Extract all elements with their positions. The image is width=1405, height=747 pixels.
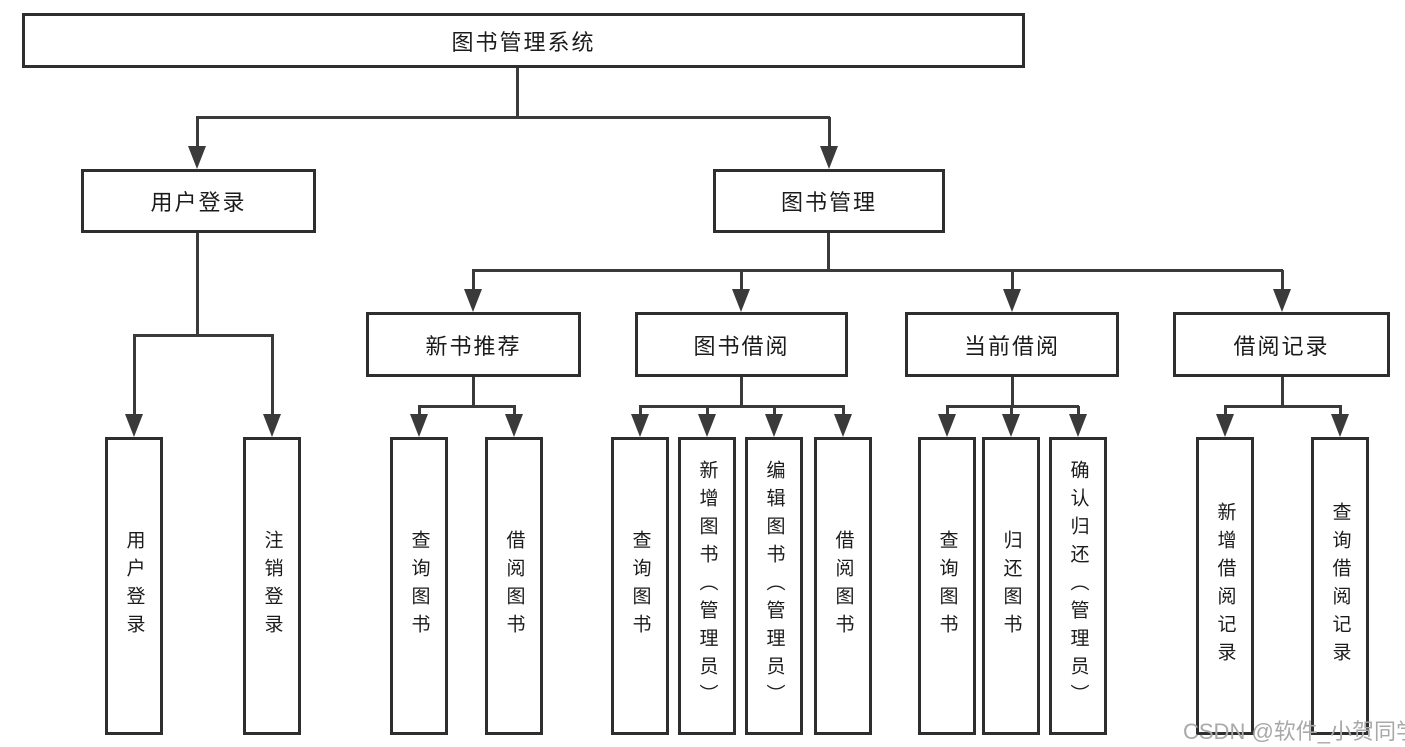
edge-user-login-split [133,334,274,337]
edge-drop-query-books-borrowing [639,406,642,415]
node-label: 当前借阅 [963,333,1060,359]
arrowhead-current-borrowing [1003,289,1021,312]
node-label: 编辑图书（管理员） [763,460,785,712]
arrowhead-borrow-records [1273,289,1291,312]
leaf-confirm-return-admin: 确认归还（管理员） [1049,437,1107,735]
edge-book-management-stem [827,233,830,271]
node-book-borrowing: 图书借阅 [635,312,848,377]
edge-drop-book-borrowing [740,270,743,290]
node-label: 图书管理系统 [451,29,596,55]
arrowhead-confirm-return-admin [1069,414,1087,437]
node-label: 查询图书 [408,530,430,642]
leaf-user-login: 用户登录 [105,437,163,735]
arrowhead-edit-books-admin [765,414,783,437]
edge-drop-add-borrow-record [1224,406,1227,415]
edge-borrow-records-stem [1281,375,1284,407]
leaf-edit-books-admin: 编辑图书（管理员） [745,437,803,735]
edge-drop-user-login [196,117,199,147]
node-label: 确认归还（管理员） [1067,460,1089,712]
leaf-logout: 注销登录 [243,437,301,735]
node-new-book-recommend: 新书推荐 [366,312,581,377]
edge-drop-return-books [1010,406,1013,415]
edge-drop-new-book-recommend [472,270,475,290]
arrowhead-add-borrow-record [1216,414,1234,437]
arrowhead-borrow-books-recommend [505,414,523,437]
edge-book-borrowing-split [639,405,845,408]
edge-drop-current-borrowing [1011,270,1014,290]
arrowhead-leaf-logout [263,414,281,437]
arrowhead-query-books-recommend [410,414,428,437]
edge-borrow-records-split [1224,405,1342,408]
node-label: 图书管理 [780,190,877,215]
edge-new-book-recommend-stem [472,375,475,407]
edge-drop-borrow-books [842,406,845,415]
edge-new-book-recommend-split [418,405,516,408]
node-label: 借阅图书 [503,530,525,642]
edge-drop-edit-books-admin [773,406,776,415]
arrowhead-query-books-borrowing [631,414,649,437]
arrowhead-new-book-recommend [464,289,482,312]
node-root-library-system: 图书管理系统 [22,13,1025,68]
edge-drop-leaf-user-login [133,335,136,415]
edge-current-borrowing-stem [1011,375,1014,407]
edge-drop-leaf-logout [271,335,274,415]
arrowhead-query-borrow-record [1331,414,1349,437]
arrowhead-book-management [820,146,838,169]
node-label: 借阅图书 [832,530,854,642]
arrowhead-return-books [1002,414,1020,437]
arrowhead-add-books-admin [698,414,716,437]
arrowhead-book-borrowing [732,289,750,312]
node-label: 图书借阅 [693,333,790,359]
node-label: 新书推荐 [425,333,522,359]
node-user-login: 用户登录 [81,169,316,233]
leaf-query-borrow-record: 查询借阅记录 [1311,437,1369,735]
edge-user-login-stem [196,233,199,336]
node-label: 借阅记录 [1233,333,1330,359]
node-label: 查询图书 [629,530,651,642]
node-current-borrowing: 当前借阅 [905,312,1119,377]
node-borrow-records: 借阅记录 [1173,312,1390,377]
edge-root-split [196,116,830,119]
node-label: 用户登录 [123,530,145,642]
node-label: 新增借阅记录 [1214,502,1236,670]
node-label: 注销登录 [261,530,283,642]
arrowhead-user-login [188,146,206,169]
edge-root-stem [516,68,519,118]
edge-drop-query-books-recommend [418,406,421,415]
node-label: 归还图书 [1000,530,1022,642]
edge-drop-confirm-return-admin [1077,406,1080,415]
edge-drop-add-books-admin [706,406,709,415]
leaf-borrow-books-recommend: 借阅图书 [485,437,543,735]
node-label: 查询图书 [936,530,958,642]
node-label: 新增图书（管理员） [696,460,718,712]
csdn-watermark: CSDN @软件_小贺同学 [1183,719,1405,744]
edge-drop-book-management [828,117,831,147]
edge-drop-borrow-books-recommend [513,406,516,415]
arrowhead-borrow-books [834,414,852,437]
leaf-add-books-admin: 新增图书（管理员） [678,437,736,735]
leaf-return-books: 归还图书 [982,437,1040,735]
leaf-borrow-books: 借阅图书 [814,437,872,735]
leaf-query-books-borrowing: 查询图书 [611,437,669,735]
edge-book-management-split [472,269,1283,272]
edge-drop-query-borrow-record [1339,406,1342,415]
arrowhead-query-books-current [938,414,956,437]
leaf-query-books-recommend: 查询图书 [390,437,448,735]
edge-book-borrowing-stem [740,375,743,407]
arrowhead-leaf-user-login [125,414,143,437]
node-label: 用户登录 [150,190,247,215]
leaf-add-borrow-record: 新增借阅记录 [1196,437,1254,735]
node-label: 查询借阅记录 [1329,502,1351,670]
edge-drop-borrow-records [1281,270,1284,290]
edge-drop-query-books-current [946,406,949,415]
leaf-query-books-current: 查询图书 [918,437,976,735]
node-book-management: 图书管理 [713,169,945,233]
